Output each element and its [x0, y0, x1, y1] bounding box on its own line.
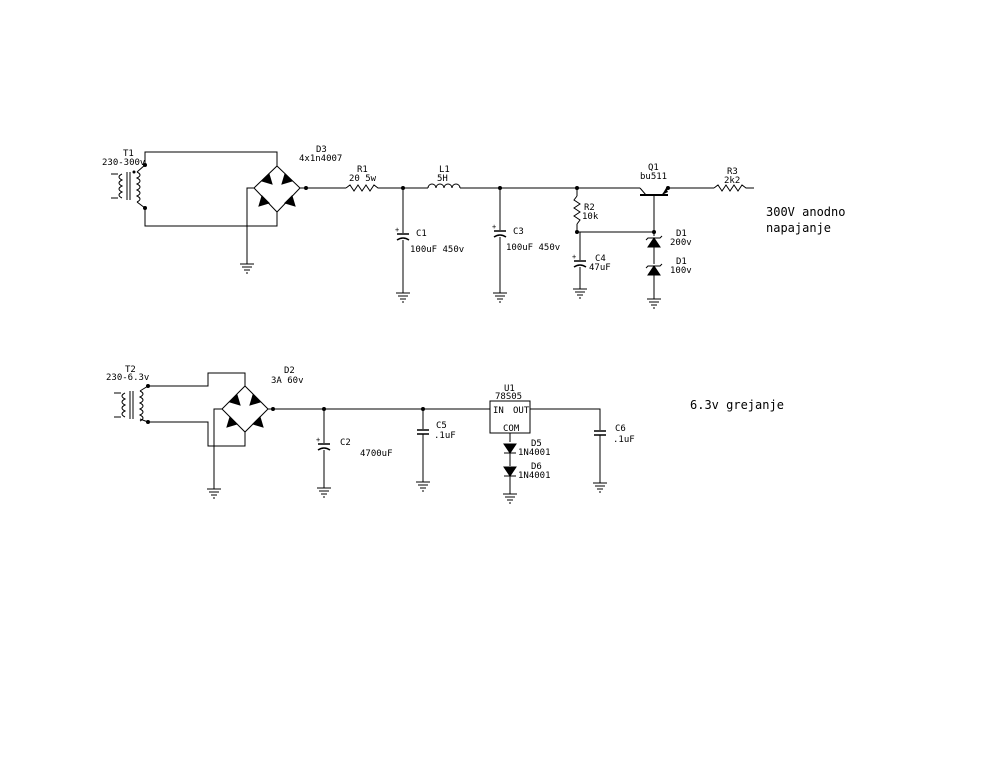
l1-ref: L1 [439, 165, 450, 175]
r1-ref: R1 [357, 165, 368, 175]
upper-circuit: T1 230-300v D3 4x1n4007 R1 20 5w [102, 145, 845, 309]
q1-value: bu511 [640, 172, 667, 182]
capacitor-c2: C2 4700uF [315, 407, 393, 482]
bridge-d3: D3 4x1n4007 [246, 145, 346, 258]
r3-ref: R3 [727, 167, 738, 177]
transformer-t2: T2 230-6.3v [106, 365, 150, 424]
capacitor-c4: C4 47uF [571, 232, 611, 283]
d1b-ref: D1 [676, 257, 687, 267]
t1-value: 230-300v [102, 158, 145, 168]
capacitor-c1: C1 100uF 450v [394, 188, 464, 287]
diode-d5: D5 1N4001 [503, 439, 551, 466]
c3-ref: C3 [513, 227, 524, 237]
d2-value: 3A 60v [271, 376, 304, 386]
regulator-u1: U1 78S05 IN OUT COM [489, 384, 531, 442]
r1-value: 20 5w [349, 174, 377, 184]
r3-value: 2k2 [724, 176, 740, 186]
d5-value: 1N4001 [518, 448, 551, 458]
d5-ref: D5 [531, 439, 542, 449]
u1-ref: U1 [504, 384, 515, 394]
d1a-ref: D1 [676, 229, 687, 239]
t1-ref: T1 [123, 149, 134, 159]
c6-ref: C6 [615, 424, 626, 434]
d6-ref: D6 [531, 462, 542, 472]
heater-supply-note: 6.3v grejanje [690, 398, 784, 412]
c6-value: .1uF [613, 435, 635, 445]
u1-pin-com: COM [503, 424, 520, 434]
c5-ref: C5 [436, 421, 447, 431]
d1a-value: 200v [670, 238, 692, 248]
diode-d6: D6 1N4001 [503, 462, 551, 488]
d3-ref: D3 [316, 145, 327, 155]
u1-pin-out: OUT [513, 406, 530, 416]
c1-value: 100uF 450v [410, 245, 464, 255]
r2-value: 10k [582, 212, 599, 222]
zener-d1-200v: D1 200v [645, 229, 692, 264]
t2-value: 230-6.3v [106, 373, 149, 383]
bridge-d2: D2 3A 60v [213, 366, 490, 483]
u1-pin-in: IN [493, 406, 504, 416]
resistor-r1: R1 20 5w [345, 165, 382, 192]
inductor-l1: L1 5H [427, 165, 461, 189]
resistor-r3: R3 2k2 [713, 167, 754, 192]
q1-ref: Q1 [648, 163, 659, 173]
c4-value: 47uF [589, 263, 611, 273]
c3-value: 100uF 450v [506, 243, 560, 253]
c2-value: 4700uF [360, 449, 393, 459]
d1b-value: 100v [670, 266, 692, 276]
transformer-t1: T1 230-300v [102, 149, 147, 210]
capacitor-c6: C6 .1uF [593, 424, 635, 477]
lower-circuit: T2 230-6.3v D2 3A 60v C2 4700uF [106, 365, 784, 504]
capacitor-c5: C5 .1uF [416, 407, 456, 476]
r2-ref: R2 [584, 203, 595, 213]
d2-ref: D2 [284, 366, 295, 376]
d3-value: 4x1n4007 [299, 154, 342, 164]
c5-value: .1uF [434, 431, 456, 441]
l1-value: 5H [437, 174, 448, 184]
c4-ref: C4 [595, 254, 606, 264]
transistor-q1: Q1 bu511 [639, 163, 670, 232]
c2-ref: C2 [340, 438, 351, 448]
anode-supply-note-line2: napajanje [766, 221, 831, 235]
zener-d1-100v: D1 100v [645, 257, 692, 293]
d6-value: 1N4001 [518, 471, 551, 481]
t2-ref: T2 [125, 365, 136, 375]
capacitor-c3: C3 100uF 450v [491, 188, 560, 287]
resistor-r2: R2 10k [573, 186, 599, 232]
u1-value: 78S05 [495, 392, 522, 402]
anode-supply-note-line1: 300V anodno [766, 205, 845, 219]
c1-ref: C1 [416, 229, 427, 239]
